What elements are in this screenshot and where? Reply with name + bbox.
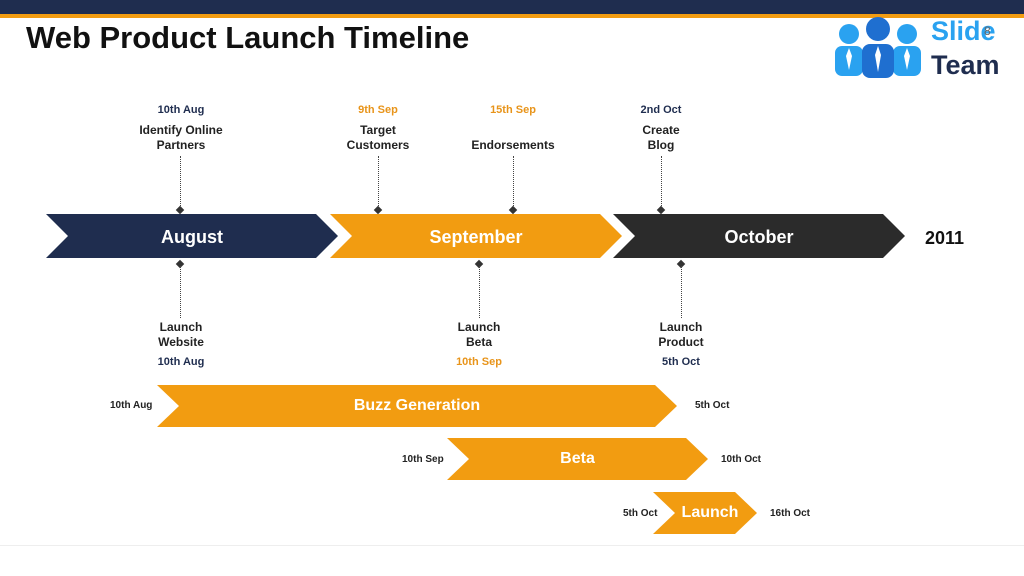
top-event-label: Endorsements <box>471 138 555 152</box>
bar-end-date: 10th Oct <box>721 454 762 465</box>
logo-text-slide: Slide <box>931 16 996 46</box>
bar-launch <box>653 492 757 534</box>
bottom-event-date: 10th Sep <box>456 356 502 368</box>
top-banner-navy <box>0 0 1024 14</box>
bottom-connector-line <box>681 266 682 318</box>
bottom-event-date: 5th Oct <box>662 356 700 368</box>
top-connector-line <box>661 156 662 208</box>
chevron-september <box>330 214 622 258</box>
top-banner-orange <box>0 14 1024 18</box>
top-event-label: Customers <box>346 138 410 152</box>
bar-start-date: 10th Sep <box>402 454 444 465</box>
month-label-august: August <box>161 227 223 247</box>
top-event-label: Identify Online <box>139 123 223 137</box>
top-event-label: Partners <box>156 138 206 152</box>
top-event-date: 2nd Oct <box>640 104 682 116</box>
top-event-date: 15th Sep <box>490 104 536 116</box>
top-event-date: 9th Sep <box>358 104 398 116</box>
top-event-date: 10th Aug <box>157 104 205 116</box>
bar-beta <box>447 438 708 480</box>
bar-end-date: 5th Oct <box>695 400 730 411</box>
bar-label: Launch <box>681 504 739 521</box>
bar-label: Buzz Generation <box>353 397 481 414</box>
top-connector-line <box>513 156 514 208</box>
bottom-event-label: Website <box>158 335 204 349</box>
top-event-label: Target <box>360 123 396 137</box>
bottom-connector-line <box>479 266 480 318</box>
bar-end-date: 16th Oct <box>770 508 811 519</box>
top-connector-line <box>180 156 181 208</box>
bottom-event-label: Beta <box>465 335 492 349</box>
slideteam-logo-icon <box>835 17 921 78</box>
bottom-event-label: Launch <box>159 320 203 334</box>
chevron-august <box>46 214 338 258</box>
bottom-connector-line <box>180 266 181 318</box>
chevron-october <box>613 214 905 258</box>
footer-divider <box>0 545 1024 546</box>
bottom-event-date: 10th Aug <box>157 356 205 368</box>
bottom-event-label: Product <box>658 335 704 349</box>
bottom-event-label: Launch <box>457 320 501 334</box>
page-number: 8 <box>984 24 991 38</box>
bar-label: Beta <box>560 450 595 467</box>
bottom-event-label: Launch <box>659 320 703 334</box>
top-connector-line <box>378 156 379 208</box>
page-title: Web Product Launch Timeline <box>26 20 470 55</box>
logo-text-team: Team <box>931 50 1000 80</box>
bar-buzz-generation <box>157 385 677 427</box>
top-event-label: Blog <box>647 138 675 152</box>
month-label-october: October <box>724 227 794 247</box>
year-label: 2011 <box>925 228 965 248</box>
bar-start-date: 5th Oct <box>623 508 658 519</box>
month-label-september: September <box>429 227 523 247</box>
top-event-label: Create <box>642 123 680 137</box>
bar-start-date: 10th Aug <box>110 400 153 411</box>
